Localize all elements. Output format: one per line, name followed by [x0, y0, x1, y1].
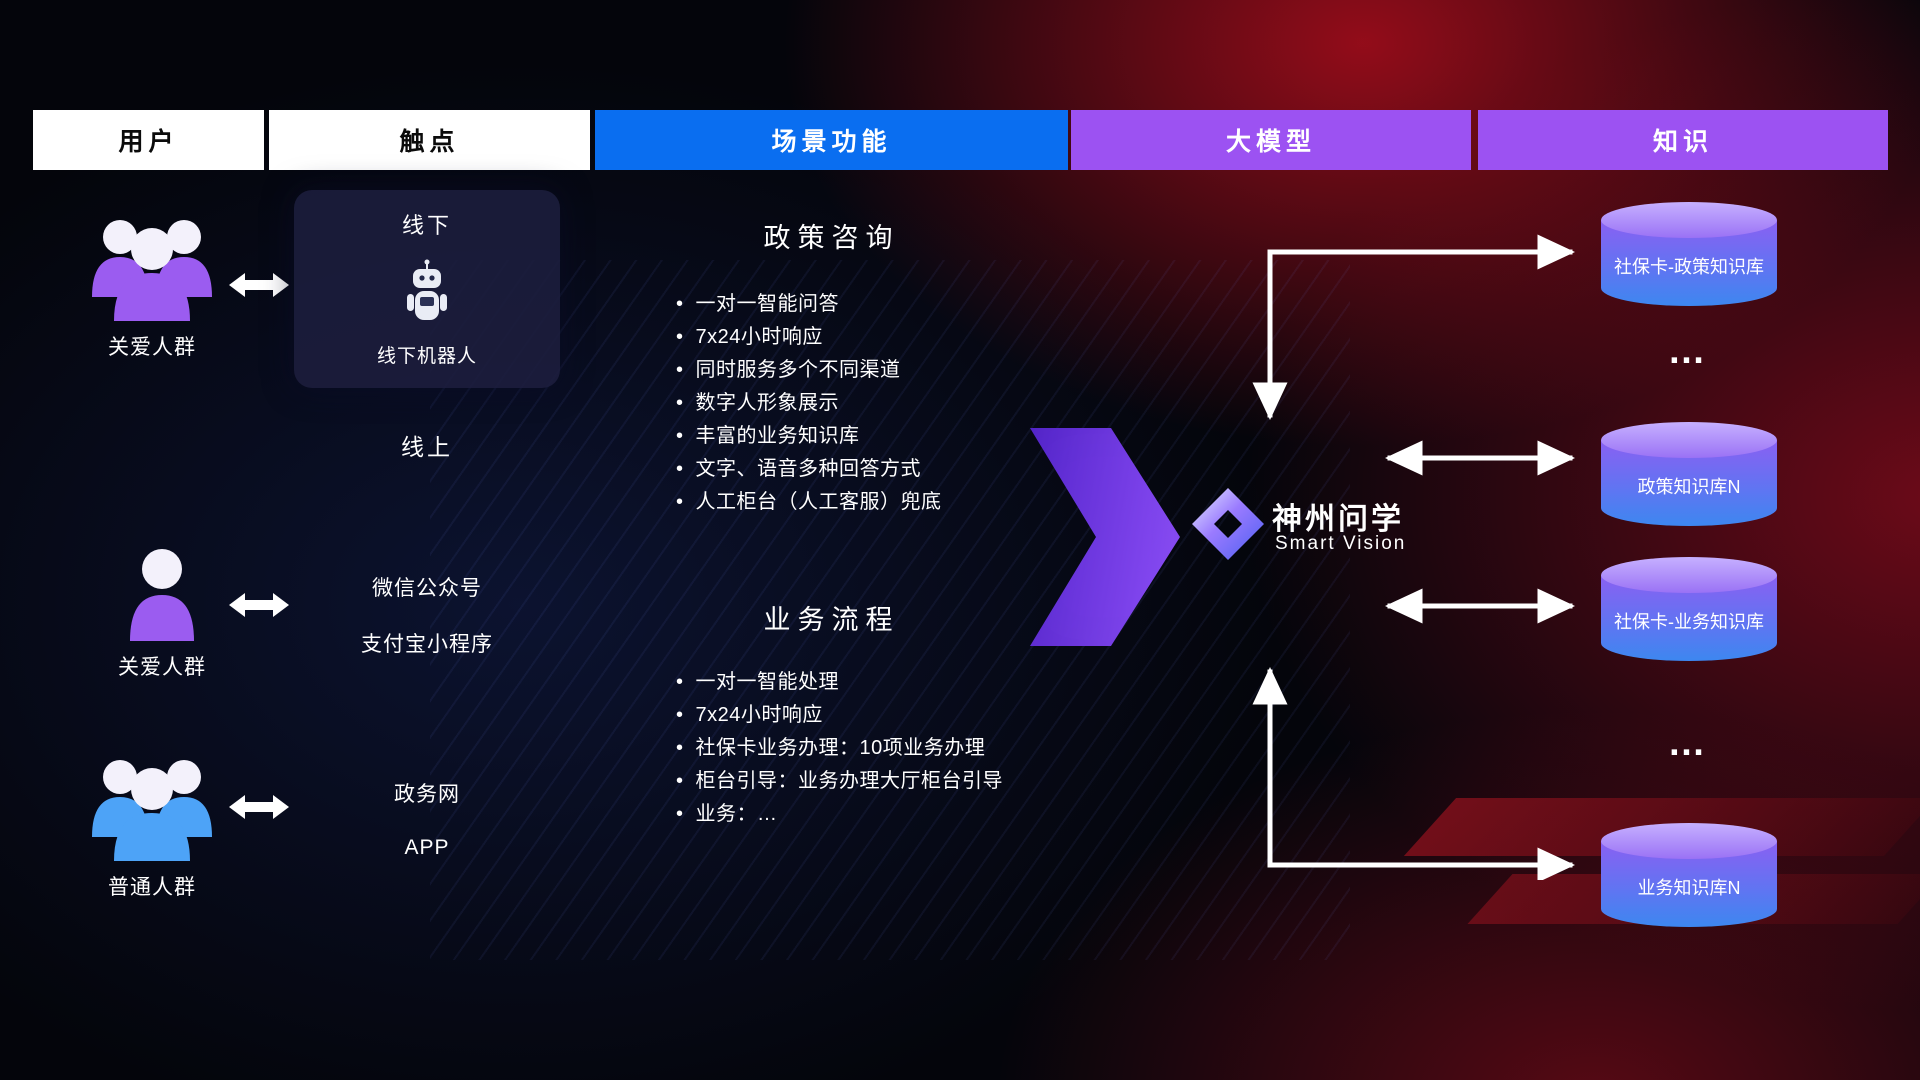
- touchpoint-alipay-miniapp: 支付宝小程序: [361, 633, 493, 656]
- kb-label: 业务知识库N: [1637, 878, 1741, 899]
- robot-icon: [407, 259, 447, 320]
- kb-cylinder-business-n: 业务知识库N: [1601, 823, 1777, 927]
- list-item: 7x24小时响应: [676, 699, 1003, 732]
- list-item: 柜台引导：业务办理大厅柜台引导: [676, 765, 1003, 798]
- scenario-title-policy: 政策咨询: [763, 223, 900, 253]
- column-header-touchpoints: 触点: [269, 110, 590, 170]
- kb-cylinder-policy-social: 社保卡-政策知识库: [1601, 202, 1777, 306]
- policy-feature-list: 一对一智能问答 7x24小时响应 同时服务多个不同渠道 数字人形象展示 丰富的业…: [676, 288, 942, 519]
- kb-label: 社保卡-政策知识库: [1614, 257, 1764, 278]
- group-people-icon: [92, 220, 212, 321]
- list-item: 一对一智能问答: [676, 288, 942, 321]
- brand-subtitle: Smart Vision: [1275, 533, 1407, 554]
- offline-robot-label: 线下机器人: [376, 346, 477, 367]
- column-header-label: 知识: [1652, 128, 1713, 156]
- kb-cylinder-business-social: 社保卡-业务知识库: [1601, 557, 1777, 661]
- column-header-label: 触点: [399, 128, 460, 156]
- column-header-label: 大模型: [1225, 128, 1316, 156]
- user-label: 普通人群: [108, 876, 196, 899]
- business-feature-list: 一对一智能处理 7x24小时响应 社保卡业务办理：10项业务办理 柜台引导：业务…: [676, 666, 1003, 831]
- cylinder-top: [1601, 557, 1777, 593]
- user-group-general: 普通人群: [82, 745, 222, 901]
- list-item: 业务：…: [676, 798, 1003, 831]
- kb-label: 政策知识库N: [1637, 477, 1741, 498]
- column-header-users: 用户: [33, 110, 264, 170]
- column-header-model: 大模型: [1071, 110, 1471, 170]
- brand-logo-icon: [1192, 488, 1264, 560]
- column-header-label: 场景功能: [771, 128, 892, 156]
- brand-name: 神州问学: [1272, 503, 1404, 536]
- column-header-scenarios: 场景功能: [595, 110, 1068, 170]
- bidirectional-arrow-icon: [229, 273, 289, 297]
- ellipsis: …: [1667, 330, 1709, 372]
- touchpoint-app: APP: [404, 836, 450, 859]
- column-header-label: 用户: [118, 128, 179, 156]
- list-item: 社保卡业务办理：10项业务办理: [676, 732, 1003, 765]
- user-label: 关爱人群: [118, 656, 206, 679]
- offline-touchpoint-card: 线下 线下机器人: [294, 190, 560, 388]
- list-item: 7x24小时响应: [676, 321, 942, 354]
- kb-cylinder-policy-n: 政策知识库N: [1601, 422, 1777, 526]
- bidirectional-arrow-icon: [229, 795, 289, 819]
- touchpoint-wechat: 微信公众号: [372, 577, 482, 600]
- user-label: 关爱人群: [108, 336, 196, 359]
- kb-label: 社保卡-业务知识库: [1614, 612, 1764, 633]
- offline-title: 线下: [401, 213, 452, 238]
- list-item: 人工柜台（人工客服）兜底: [676, 486, 942, 519]
- online-title: 线上: [401, 434, 453, 460]
- cylinder-top: [1601, 422, 1777, 458]
- group-people-icon: [92, 760, 212, 861]
- cylinder-top: [1601, 202, 1777, 238]
- scenario-title-business: 业务流程: [763, 605, 900, 635]
- ellipsis: …: [1667, 722, 1709, 764]
- single-person-icon: [130, 549, 194, 641]
- cylinder-top: [1601, 823, 1777, 859]
- list-item: 数字人形象展示: [676, 387, 942, 420]
- list-item: 丰富的业务知识库: [676, 420, 942, 453]
- list-item: 一对一智能处理: [676, 666, 1003, 699]
- user-single-care: 关爱人群: [118, 545, 206, 681]
- list-item: 同时服务多个不同渠道: [676, 354, 942, 387]
- list-item: 文字、语音多种回答方式: [676, 453, 942, 486]
- knowledge-connection-arrows: [1252, 234, 1575, 880]
- user-group-care-1: 关爱人群: [82, 205, 222, 361]
- bidirectional-arrow-icon: [229, 593, 289, 617]
- column-header-knowledge: 知识: [1478, 110, 1888, 170]
- touchpoint-gov-web: 政务网: [394, 783, 460, 806]
